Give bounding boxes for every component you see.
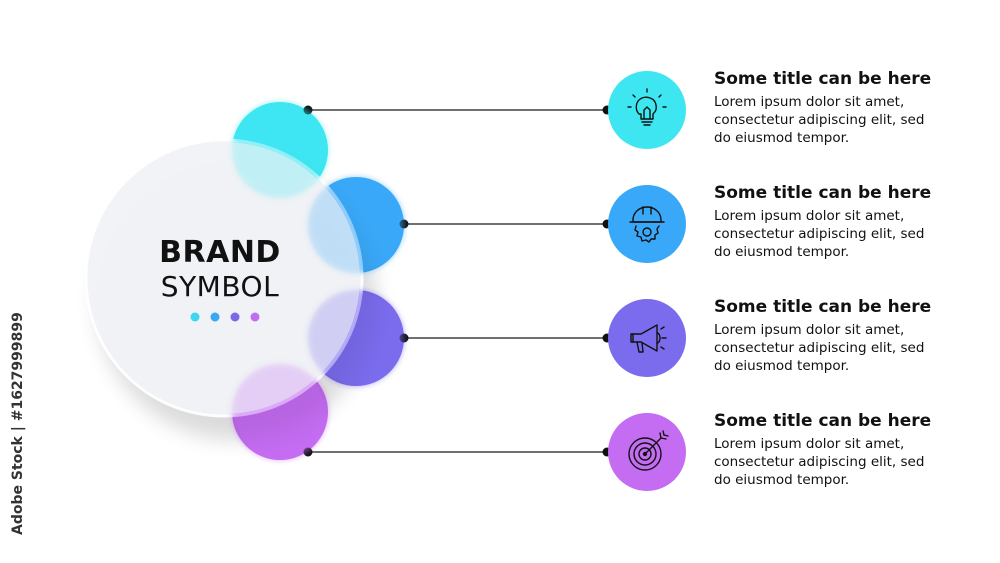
step-circle-3 <box>608 299 686 377</box>
connectors <box>308 109 607 453</box>
step-text-4: Some title can be here Lorem ipsum dolor… <box>714 410 984 489</box>
megaphone-icon <box>630 324 667 353</box>
step-text-1: Some title can be here Lorem ipsum dolor… <box>714 68 984 147</box>
lightbulb-icon <box>627 88 667 126</box>
brand-dot <box>190 312 200 322</box>
brand-title: BRAND <box>159 235 281 270</box>
target-arrow-icon <box>628 430 669 471</box>
brand-dot <box>250 312 260 322</box>
step-description: Lorem ipsum dolor sit amet, consectetur … <box>714 436 925 488</box>
brand-symbol: BRAND SYMBOL <box>120 236 320 304</box>
step-text-2: Some title can be here Lorem ipsum dolor… <box>714 182 984 261</box>
hardhat-gear-icon <box>629 206 665 243</box>
glass-circle <box>84 102 404 460</box>
brand-dot <box>230 312 240 322</box>
step-text-3: Some title can be here Lorem ipsum dolor… <box>714 296 984 375</box>
step-description: Lorem ipsum dolor sit amet, consectetur … <box>714 322 925 374</box>
step-circle-2 <box>608 185 686 263</box>
step-description: Lorem ipsum dolor sit amet, consectetur … <box>714 208 925 260</box>
step-title: Some title can be here <box>714 411 932 431</box>
step-title: Some title can be here <box>714 297 932 317</box>
step-circle-1 <box>608 71 686 149</box>
step-description: Lorem ipsum dolor sit amet, consectetur … <box>714 94 925 146</box>
brand-dot <box>210 312 220 322</box>
brand-subtitle: SYMBOL <box>160 270 280 303</box>
step-title: Some title can be here <box>714 69 932 89</box>
stock-id-label: Adobe Stock | #1627999899 <box>10 312 26 535</box>
brand-dots <box>190 312 260 322</box>
icon-circles <box>608 71 686 491</box>
step-title: Some title can be here <box>714 183 932 203</box>
